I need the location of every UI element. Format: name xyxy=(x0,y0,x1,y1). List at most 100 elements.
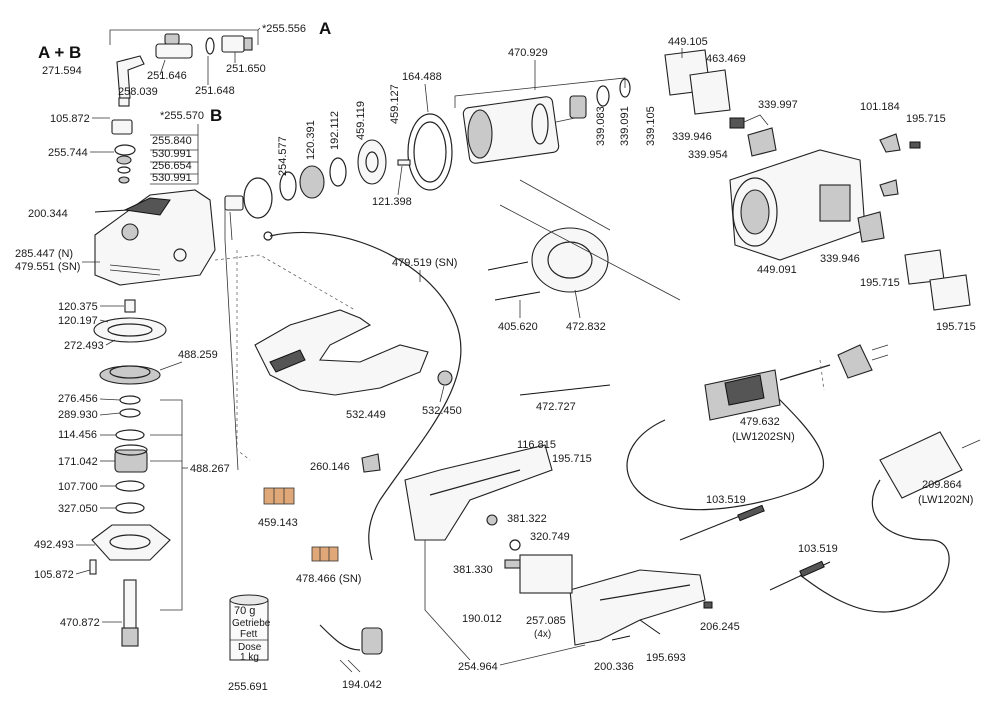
motor-housing-part xyxy=(729,149,866,261)
spindle-stack xyxy=(89,299,171,647)
label-479632-model: (LW1202SN) xyxy=(732,431,795,443)
spindle-shaft-part xyxy=(123,579,137,636)
label-488267: 488.267 xyxy=(190,463,230,475)
label-339997: 339.997 xyxy=(758,99,798,111)
label-459143: 459.143 xyxy=(258,517,298,529)
label-254964: 254.964 xyxy=(458,661,498,673)
heading-a: A xyxy=(319,19,331,38)
label-272493: 272.493 xyxy=(64,340,104,352)
label-320749: 320.749 xyxy=(530,531,570,543)
label-339091: 339.091 xyxy=(619,106,631,146)
label-470929: 470.929 xyxy=(508,47,548,59)
label-472727: 472.727 xyxy=(536,401,576,413)
label-114456: 114.456 xyxy=(58,429,97,441)
label-164488: 164.488 xyxy=(402,71,442,83)
grease-label-line4: 1 kg xyxy=(240,652,259,663)
label-530991-b: 530.991 xyxy=(152,172,192,184)
label-120375: 120.375 xyxy=(58,301,98,313)
baffle-disc-part xyxy=(407,113,453,191)
label-339946-bottom: 339.946 xyxy=(820,253,860,265)
label-192112: 192.112 xyxy=(329,111,341,150)
label-105872-top: 105.872 xyxy=(50,113,90,125)
label-121398: 121.398 xyxy=(372,196,412,208)
grease-tin-part xyxy=(229,594,269,661)
label-255840: 255.840 xyxy=(152,135,192,147)
bearing-part xyxy=(299,165,325,199)
label-459119: 459.119 xyxy=(355,101,367,140)
terminal-459143-part xyxy=(263,487,295,505)
switch-part xyxy=(519,554,573,594)
label-251646: 251.646 xyxy=(147,70,187,82)
label-472832: 472.832 xyxy=(566,321,606,333)
label-116815: 116.815 xyxy=(517,439,556,451)
kit-271594: 271.594 xyxy=(42,65,82,77)
label-105872-bottom: 105.872 xyxy=(34,569,74,581)
label-256654: 256.654 xyxy=(152,160,192,172)
label-195715-b: 195.715 xyxy=(860,277,900,289)
grease-label-line3: Dose xyxy=(238,642,262,653)
label-463469: 463.469 xyxy=(706,53,746,65)
label-255691: 255.691 xyxy=(228,681,268,693)
plug-cable-209864 xyxy=(799,431,981,613)
label-339954: 339.954 xyxy=(688,149,728,161)
label-339105: 339.105 xyxy=(645,106,657,146)
handle-shell-part xyxy=(404,444,706,646)
label-120391: 120.391 xyxy=(305,120,317,160)
label-103519-b: 103.519 xyxy=(798,543,838,555)
label-251648: 251.648 xyxy=(195,85,235,97)
label-120197: 120.197 xyxy=(58,315,98,327)
label-459127: 459.127 xyxy=(389,84,401,124)
label-488259: 488.259 xyxy=(178,349,218,361)
label-195715-c: 195.715 xyxy=(936,321,976,333)
label-381330: 381.330 xyxy=(453,564,493,576)
label-209864-model: (LW1202N) xyxy=(918,494,973,506)
gear-housing-part xyxy=(94,189,216,286)
label-209864-number: 209.864 xyxy=(922,479,962,491)
label-195715-d: 195.715 xyxy=(552,453,592,465)
label-101184: 101.184 xyxy=(860,101,900,113)
bevel-gear-part xyxy=(99,365,161,385)
heading-b: B xyxy=(210,106,222,125)
bearing-row xyxy=(224,113,453,219)
label-107700: 107.700 xyxy=(58,481,98,493)
label-530991-a: 530.991 xyxy=(152,148,192,160)
label-195693: 195.693 xyxy=(646,652,686,664)
kit-a-group xyxy=(109,27,261,107)
nut-part xyxy=(221,35,245,53)
brush-holder-right-part xyxy=(857,211,885,243)
label-276456: 276.456 xyxy=(58,393,98,405)
label-449105: 449.105 xyxy=(668,36,708,48)
label-195715-a: 195.715 xyxy=(906,113,946,125)
label-190012: 190.012 xyxy=(462,613,502,625)
bearing-flange-part xyxy=(91,524,171,561)
brush-cover-bottom-part xyxy=(929,274,971,311)
label-405620: 405.620 xyxy=(498,321,538,333)
kit-b-group xyxy=(111,119,199,185)
handle-cover-part xyxy=(569,569,706,646)
kit-255556: *255.556 xyxy=(262,23,306,35)
label-339946-top: 339.946 xyxy=(672,131,712,143)
clip-260146-part xyxy=(361,453,381,473)
label-327050: 327.050 xyxy=(58,503,98,515)
label-492493: 492.493 xyxy=(34,539,74,551)
suppressor-194042-part xyxy=(319,624,383,673)
label-257085: 257.085 xyxy=(526,615,566,627)
label-479551: 479.551 (SN) xyxy=(15,261,80,273)
heading-a-b: A + B xyxy=(38,43,81,62)
label-289930: 289.930 xyxy=(58,409,98,421)
bearing-plate-part xyxy=(357,139,387,185)
label-194042: 194.042 xyxy=(342,679,382,691)
label-285447: 285.447 (N) xyxy=(15,248,73,260)
label-255744: 255.744 xyxy=(48,147,88,159)
grease-weight: 70 g xyxy=(234,605,255,617)
label-206245: 206.245 xyxy=(700,621,740,633)
label-103519-a: 103.519 xyxy=(706,494,746,506)
spindle-nut-part xyxy=(124,299,136,313)
cable-479519-part xyxy=(269,231,462,561)
label-381322: 381.322 xyxy=(507,513,547,525)
grease-label-line1: Getriebe xyxy=(232,618,271,629)
label-532449: 532.449 xyxy=(346,409,386,421)
brush-holder-part xyxy=(747,127,777,157)
label-479632-number: 479.632 xyxy=(740,416,780,428)
